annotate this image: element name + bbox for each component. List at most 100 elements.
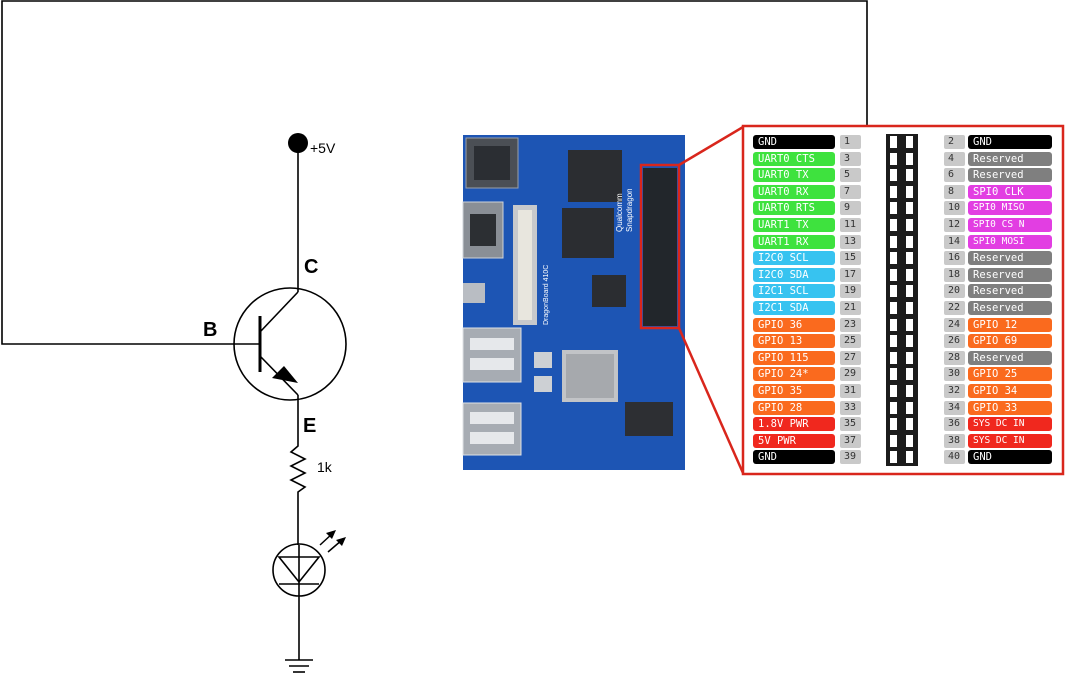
pin-number-left: 25 xyxy=(840,334,861,349)
pin-label-left: GPIO 36 xyxy=(753,317,835,332)
pin-number-right: 34 xyxy=(944,400,965,415)
pin-number-right: 36 xyxy=(944,417,965,432)
pin-number-right: 14 xyxy=(944,234,965,249)
pin-label-left: GPIO 13 xyxy=(753,334,835,349)
header-pin-hole xyxy=(890,351,897,364)
pin-label-right: GPIO 25 xyxy=(968,367,1052,382)
pin-label-left: UART0 CTS xyxy=(753,151,835,166)
resistor-label: 1k xyxy=(317,459,333,475)
header-pin-hole xyxy=(890,235,897,248)
header-pin-hole xyxy=(906,335,913,348)
pin-label-right: SYS DC IN xyxy=(968,433,1052,448)
pin-label-right: Reserved xyxy=(968,151,1052,166)
pin-label-left: GPIO 24* xyxy=(753,367,835,382)
header-pin-hole xyxy=(906,136,913,148)
pin-number-left: 15 xyxy=(840,251,861,266)
pin-label-left: UART0 RX xyxy=(753,184,835,199)
pin-number-right: 8 xyxy=(944,184,965,199)
pin-label-left: GND xyxy=(753,135,835,149)
collector-label: C xyxy=(304,256,318,278)
header-pin-hole xyxy=(890,368,897,381)
pin-label-right: GPIO 69 xyxy=(968,334,1052,349)
pin-number-left: 21 xyxy=(840,301,861,315)
pin-label-right: GND xyxy=(968,450,1052,465)
header-pin-hole xyxy=(890,202,897,215)
pin-number-right: 38 xyxy=(944,433,965,448)
pin-label-right: GPIO 34 xyxy=(968,384,1052,398)
pin-number-left: 39 xyxy=(840,450,861,465)
header-pin-hole xyxy=(906,285,913,298)
collector-lead xyxy=(259,291,299,333)
pin-label-right: SPI0 MOSI xyxy=(968,234,1052,249)
pin-label-right: GPIO 33 xyxy=(968,400,1052,415)
pin-number-left: 1 xyxy=(840,135,861,149)
pin-label-left: GND xyxy=(753,450,835,465)
header-pin-hole xyxy=(906,169,913,182)
pin-label-left: UART1 TX xyxy=(753,218,835,232)
header-pin-hole xyxy=(906,418,913,431)
pin-number-left: 5 xyxy=(840,168,861,183)
supply-label: +5V xyxy=(310,140,336,156)
pin-label-left: I2C0 SCL xyxy=(753,251,835,266)
pin-number-left: 7 xyxy=(840,184,861,199)
pin-label-left: GPIO 28 xyxy=(753,400,835,415)
pin-number-right: 6 xyxy=(944,168,965,183)
pin-number-left: 17 xyxy=(840,267,861,282)
signal-wire xyxy=(1,0,868,359)
header-pin-hole xyxy=(906,451,913,464)
pin-label-left: I2C0 SDA xyxy=(753,267,835,282)
pin-number-left: 33 xyxy=(840,400,861,415)
pin-number-left: 31 xyxy=(840,384,861,398)
pin-label-left: GPIO 115 xyxy=(753,350,835,365)
header-pin-hole xyxy=(906,268,913,281)
header-pin-hole xyxy=(906,185,913,198)
pin-number-right: 20 xyxy=(944,284,965,299)
header-pin-hole xyxy=(890,185,897,198)
pin-label-right: Reserved xyxy=(968,284,1052,299)
pin-label-right: GPIO 12 xyxy=(968,317,1052,332)
header-pin-hole xyxy=(906,434,913,447)
header-pin-hole xyxy=(890,285,897,298)
pin-label-left: I2C1 SCL xyxy=(753,284,835,299)
pin-number-right: 10 xyxy=(944,201,965,216)
header-pin-hole xyxy=(890,335,897,348)
light-arrow-2-icon xyxy=(336,537,346,546)
zoom-line-bottom xyxy=(677,327,745,474)
pin-label-right: SYS DC IN xyxy=(968,417,1052,432)
pin-label-left: 1.8V PWR xyxy=(753,417,835,432)
pin-number-left: 37 xyxy=(840,433,861,448)
silkscreen-snapdragon: Snapdragon xyxy=(625,188,634,232)
pin-label-right: Reserved xyxy=(968,350,1052,365)
pin-label-left: GPIO 35 xyxy=(753,384,835,398)
pin-number-right: 28 xyxy=(944,350,965,365)
pin-label-left: I2C1 SDA xyxy=(753,301,835,315)
pin-number-left: 3 xyxy=(840,151,861,166)
pin-number-left: 35 xyxy=(840,417,861,432)
pin-number-left: 29 xyxy=(840,367,861,382)
pin-label-left: 5V PWR xyxy=(753,433,835,448)
pin-label-left: UART0 RTS xyxy=(753,201,835,216)
pin-label-right: SPI0 CS N xyxy=(968,218,1052,232)
header-pin-hole xyxy=(906,152,913,165)
header-pin-hole xyxy=(906,202,913,215)
header-pin-hole xyxy=(906,252,913,265)
emitter-arrow-icon xyxy=(272,366,298,383)
pin-number-right: 26 xyxy=(944,334,965,349)
pin-number-left: 13 xyxy=(840,234,861,249)
silkscreen-board-name: DragonBoard 410C xyxy=(543,265,550,325)
header-pin-hole xyxy=(890,302,897,314)
emitter-label: E xyxy=(303,415,316,437)
dragonboard-image: Qualcomm Snapdragon DragonBoard 410C xyxy=(462,135,685,470)
pin-number-right: 18 xyxy=(944,267,965,282)
header-pin-hole xyxy=(906,318,913,331)
header-pin-hole xyxy=(890,252,897,265)
header-pin-hole xyxy=(890,169,897,182)
header-pin-hole xyxy=(890,152,897,165)
pin-label-right: SPI0 MISO xyxy=(968,201,1052,216)
pin-number-left: 27 xyxy=(840,350,861,365)
pin-number-right: 12 xyxy=(944,218,965,232)
header-pin-hole xyxy=(906,368,913,381)
pin-number-left: 9 xyxy=(840,201,861,216)
zoom-line-top xyxy=(678,125,744,167)
header-pin-hole xyxy=(890,268,897,281)
